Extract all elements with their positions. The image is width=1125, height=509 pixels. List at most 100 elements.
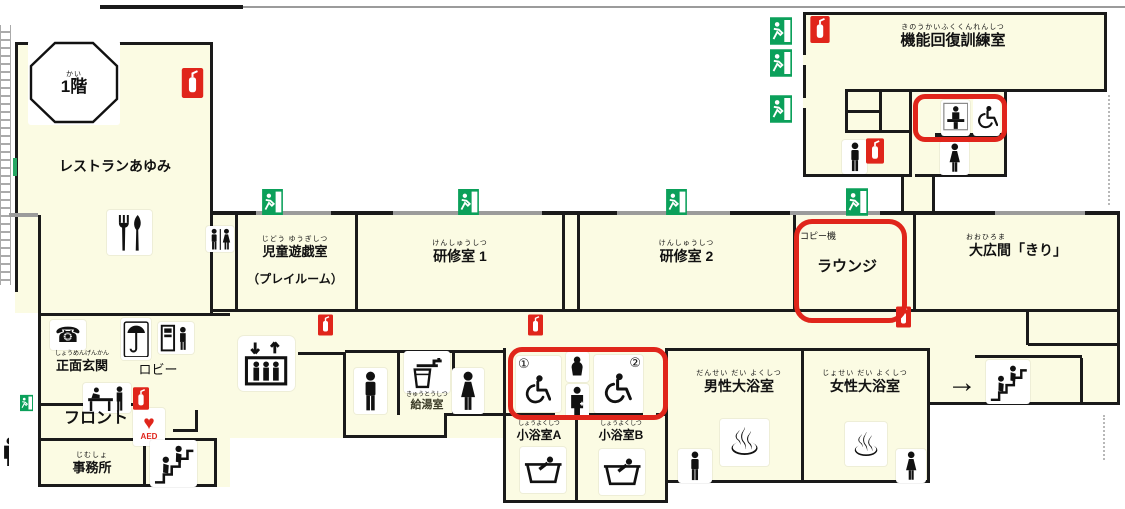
wall-segment — [38, 484, 217, 487]
stairs-icon — [150, 440, 197, 487]
wall-segment — [355, 215, 358, 312]
wall-segment — [243, 6, 1125, 8]
wall-segment — [803, 65, 806, 98]
fire-extinguisher-icon — [866, 138, 884, 164]
wall-segment — [927, 348, 930, 483]
baby-changing-station-icon — [941, 100, 970, 136]
accessible-toilet-1-icon: ① — [516, 356, 561, 412]
hot-spring-icon: ♨ — [720, 419, 769, 466]
wall-segment — [1028, 343, 1120, 346]
emergency-exit-icon — [770, 48, 792, 78]
wall-segment — [1104, 12, 1107, 92]
room-label-training1: けんしゅうしつ 研修室 1 — [432, 240, 488, 264]
room-label-office: じむしょ 事務所 — [72, 452, 112, 475]
stairs-icon — [986, 360, 1030, 404]
wall-segment — [909, 92, 912, 177]
wall-segment — [210, 42, 213, 313]
room-label-training2: けんしゅうしつ 研修室 2 — [658, 240, 715, 264]
floor-area — [903, 177, 935, 213]
hot-spring-icon: ♨ — [845, 422, 887, 466]
wall-segment — [143, 441, 146, 487]
floor-label: かい 1階 — [60, 70, 88, 96]
wall-segment — [803, 108, 806, 177]
wall-segment — [915, 174, 1007, 177]
emergency-exit-icon — [262, 189, 283, 215]
emergency-exit-icon — [458, 189, 479, 215]
edge-person-icon — [0, 437, 9, 471]
wall-segment — [656, 413, 668, 416]
telephone-icon: ☎ — [50, 320, 86, 350]
wall-segment — [845, 89, 1107, 92]
fire-extinguisher-icon — [180, 68, 205, 98]
octagon-outline — [29, 41, 119, 124]
fire-extinguisher-icon — [318, 313, 333, 337]
wall-segment — [665, 348, 668, 503]
wall-segment — [803, 12, 806, 55]
accessible-toilet-2-icon: ② — [594, 355, 643, 413]
wall-segment — [790, 211, 880, 215]
umbrella-stand-icon — [121, 318, 151, 360]
restroom-icon — [206, 226, 234, 252]
wall-segment — [235, 215, 238, 312]
wall-segment — [503, 348, 506, 503]
female-toilet-icon — [896, 449, 926, 483]
wall-segment — [343, 352, 346, 438]
wall-segment — [506, 413, 555, 416]
room-label-small-bath-b: しょうよくしつ 小浴室B — [598, 421, 644, 442]
room-label-great-hall: おおひろま 大広間「きり」 — [966, 234, 1067, 258]
wall-segment — [803, 174, 912, 177]
room-label-small-bath-a: しょうよくしつ 小浴室A — [516, 421, 562, 442]
wall-segment — [343, 435, 447, 438]
wall-segment — [38, 215, 41, 487]
emergency-exit-icon — [770, 94, 792, 124]
wall-segment — [1080, 358, 1083, 405]
wall-segment — [845, 110, 882, 113]
elevator-icon — [238, 336, 295, 391]
wall-segment — [901, 177, 904, 213]
wall-segment — [803, 12, 1107, 15]
room-label-entrance: しょうめんげんかん 正面玄関 — [54, 351, 109, 373]
wall-segment — [668, 348, 930, 351]
room-label-lounge: ラウンジ — [816, 258, 877, 275]
wall-segment — [571, 413, 643, 416]
wall-segment — [298, 352, 345, 355]
room-label-lobby: ロビー — [138, 362, 178, 377]
wall-segment — [444, 413, 447, 438]
fire-extinguisher-icon — [896, 305, 911, 329]
male-toilet-icon — [842, 140, 867, 174]
wall-segment — [932, 177, 935, 213]
wall-segment — [1117, 215, 1120, 405]
wall-segment — [100, 5, 243, 9]
wall-segment — [444, 413, 505, 416]
wall-segment — [845, 130, 912, 133]
floor-badge: かい 1階 — [28, 40, 120, 125]
wall-segment — [668, 480, 930, 483]
room-label-womens-bath: じょせい だい よくしつ 女性大浴室 — [822, 370, 908, 394]
wall-segment — [577, 215, 580, 312]
wall-segment — [995, 211, 1085, 215]
vending-machine-icon — [158, 322, 194, 354]
wall-segment — [213, 309, 1120, 312]
male-toilet-icon — [678, 449, 712, 483]
multipurpose-toilet-icon — [566, 384, 589, 418]
room-label-front-desk: フロント — [63, 410, 128, 427]
wall-segment — [195, 410, 198, 432]
wall-segment — [397, 350, 400, 415]
arrow-right-icon: → — [947, 366, 977, 399]
floor-area — [213, 211, 1120, 312]
floor-area — [803, 12, 1107, 92]
room-label-restaurant: レストランあゆみ — [59, 158, 171, 174]
room-label-kitchenette: きゅうとうしつ 給湯室 — [406, 392, 448, 411]
wall-segment — [562, 215, 565, 312]
page-edge-dots — [1103, 415, 1105, 460]
wall-segment — [801, 351, 804, 483]
kitchenette-faucet-icon — [404, 351, 450, 393]
bath-icon — [520, 447, 566, 493]
female-toilet-icon — [452, 368, 484, 414]
wall-segment — [575, 415, 578, 503]
wall-segment — [38, 438, 217, 441]
room-label-rehab: きのうかいふくくんれんしつ 機能回復訓練室 — [900, 24, 1006, 49]
wall-segment — [214, 438, 217, 487]
baby-changing-icon — [566, 352, 589, 382]
